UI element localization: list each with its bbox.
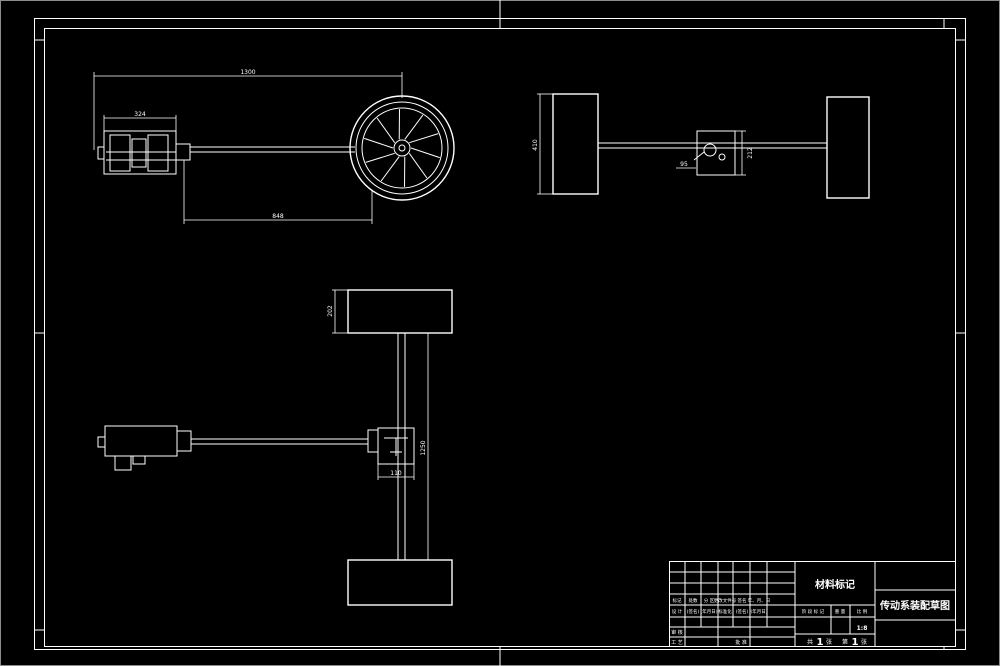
- sheet-total-unit: 张: [826, 638, 832, 646]
- approval-row: 设 计(签名)(年月日)标准化(签名)(年月日): [672, 608, 768, 615]
- stage-header-cell: 重 量: [835, 608, 846, 615]
- dim-diff-small: 95: [676, 161, 696, 169]
- revision-header-cell: 分 区: [704, 597, 715, 604]
- dim-track-text: 1250: [420, 440, 427, 455]
- wheel-top-plan: [347, 289, 453, 334]
- wheel-spoke: [364, 137, 394, 149]
- wheel-spoke: [410, 147, 440, 159]
- approval-cell: 设 计: [672, 608, 683, 615]
- dim-motor-text: 324: [134, 111, 146, 118]
- title-block: 材料标记 传动系装配草图 标记处数分 区更改文件号签名年、月、日 设 计 (签名)…: [669, 561, 956, 648]
- review-label: 审 核: [671, 629, 683, 636]
- wheel-spoke: [409, 133, 439, 144]
- sheet-total-value: 1: [817, 637, 824, 648]
- sheet-index-label: 第: [842, 638, 848, 646]
- dim-diff-height-text: 212: [747, 147, 754, 159]
- approve-label: 批 准: [735, 639, 747, 646]
- dim-axle-distance: 848: [183, 160, 373, 224]
- revision-header-cell: 处数: [689, 597, 698, 604]
- wheel-spoke: [380, 156, 400, 182]
- scale-value: 1:8: [857, 625, 868, 632]
- approval-cell: (签名): [736, 608, 749, 615]
- dim-wheel-width-text: 202: [327, 305, 334, 317]
- wheel-spoke: [408, 152, 428, 179]
- dim-diff-width-text: 110: [390, 470, 402, 477]
- dim-diff-small-text: 95: [680, 161, 688, 168]
- wheel-side: [349, 95, 455, 201]
- revision-header-cell: 标记: [673, 597, 682, 604]
- stage-header-cell: 比 例: [857, 608, 868, 615]
- dim-diff-height: 212: [735, 130, 754, 176]
- rear-view: 410 212 95: [532, 93, 870, 199]
- motor-gearbox-plan: [97, 425, 192, 471]
- differential-rear: [693, 130, 736, 176]
- plan-view: 202 110 1250: [97, 289, 453, 606]
- stage-header-cell: 阶 段 标 记: [802, 608, 825, 615]
- dim-axle-text: 848: [272, 213, 284, 220]
- wheel-left-rear: [552, 93, 599, 195]
- revision-header-cell: 更改文件号: [714, 597, 737, 604]
- sheet-total-label: 共: [807, 638, 813, 646]
- dim-diff-width: 110: [377, 464, 415, 480]
- sheet-index-unit: 张: [861, 638, 867, 646]
- material-label: 材料标记: [815, 578, 855, 591]
- revision-header-cell: 签名: [738, 597, 747, 604]
- approval-cell: (签名): [687, 608, 700, 615]
- motor-gearbox: [97, 130, 191, 175]
- dim-wheel-height: 410: [532, 93, 553, 195]
- process-label: 工 艺: [671, 640, 683, 646]
- stage-headers: 阶 段 标 记重 量比 例: [802, 608, 868, 615]
- wheel-spoke: [376, 117, 396, 144]
- wheel-spoke: [365, 152, 395, 163]
- dim-overall-text: 1300: [240, 69, 255, 76]
- dim-overall-length: 1300: [93, 69, 403, 150]
- wheel-bottom-plan: [347, 559, 453, 606]
- side-view: 1300 324 848: [93, 69, 455, 224]
- approval-cell: 标准化: [718, 608, 732, 615]
- wheel-right-rear: [826, 96, 870, 199]
- dim-wheel-width: 202: [327, 289, 348, 334]
- approval-cell: (年月日): [750, 608, 767, 615]
- dim-wheel-height-text: 410: [532, 139, 539, 151]
- dim-motor-length: 324: [103, 111, 177, 131]
- revision-header-cell: 年、月、日: [748, 597, 771, 604]
- sheet-index-value: 1: [852, 637, 859, 648]
- wheel-spoke: [404, 114, 424, 140]
- revision-headers: 标记处数分 区更改文件号签名年、月、日: [673, 597, 771, 604]
- dim-track: 1250: [420, 332, 432, 561]
- drawing-title: 传动系装配草图: [879, 599, 950, 612]
- approval-cell: (年月日): [700, 608, 717, 615]
- differential-plan: [367, 427, 415, 465]
